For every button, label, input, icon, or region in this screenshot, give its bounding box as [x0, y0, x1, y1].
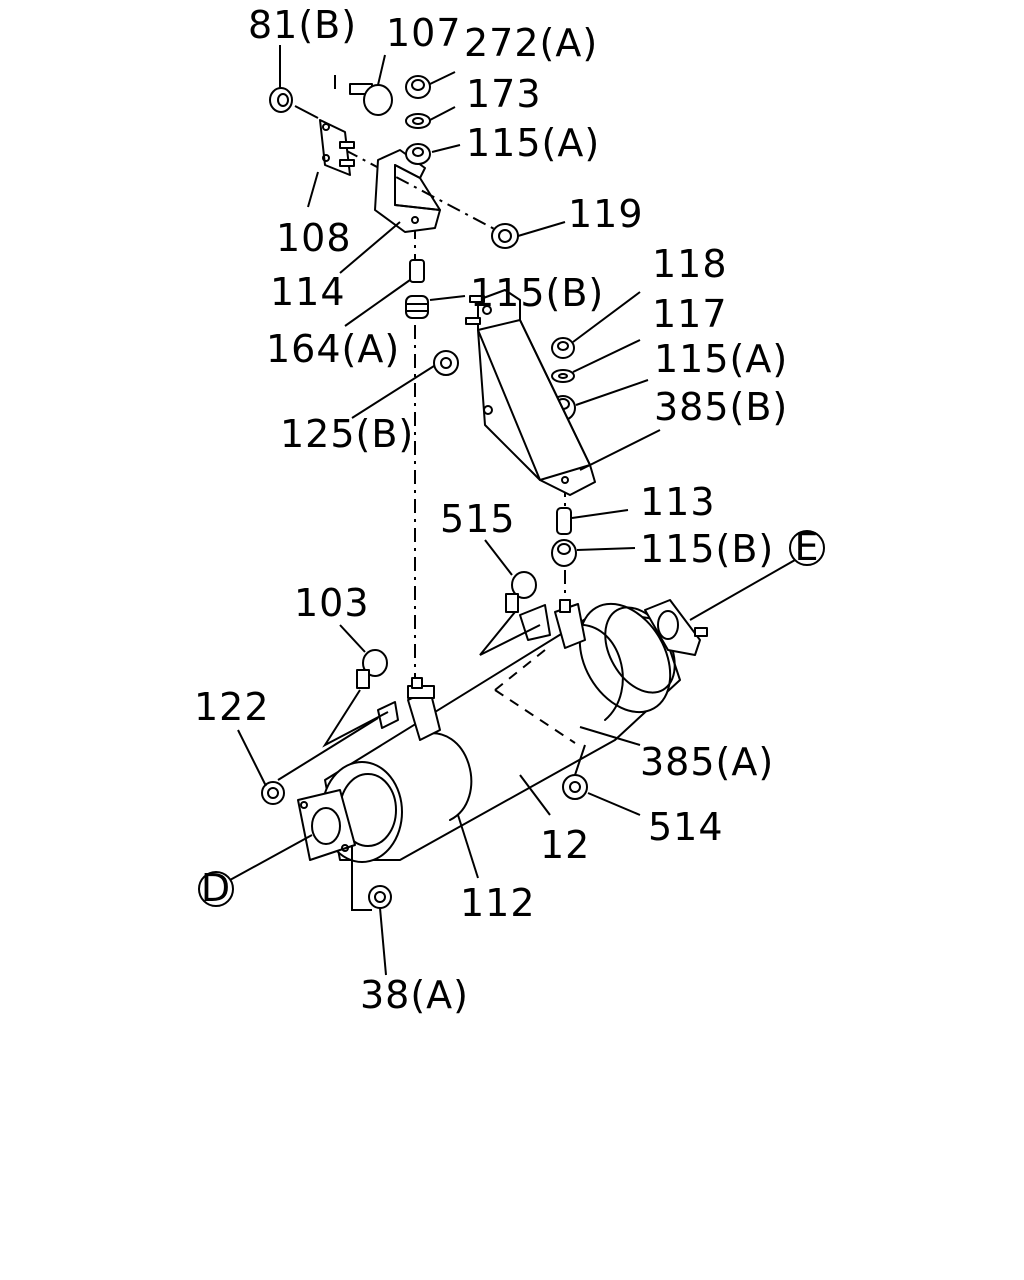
label-115a-top: 115(A): [466, 121, 600, 165]
part-164a-collar: [409, 259, 425, 283]
label-385a: 385(A): [640, 740, 774, 784]
label-164a: 164(A): [266, 327, 400, 371]
part-113-collar: [556, 507, 572, 535]
label-514: 514: [648, 805, 724, 849]
label-173: 173: [466, 72, 542, 116]
svg-text:E: E: [794, 525, 819, 569]
part-112-band-left: [407, 677, 441, 741]
label-117: 117: [652, 292, 728, 336]
label-272a: 272(A): [464, 21, 598, 65]
label-103: 103: [294, 581, 370, 625]
label-113: 113: [640, 480, 716, 524]
label-38a: 38(A): [360, 973, 469, 1017]
part-103-bolt: [356, 649, 388, 689]
part-12-muffler: [321, 602, 681, 863]
part-122-nut: [261, 781, 285, 805]
label-108: 108: [276, 216, 352, 260]
label-115a-right: 115(A): [654, 337, 788, 381]
center-line-119: [344, 149, 501, 233]
part-107-bolt: [349, 83, 393, 116]
part-515-bolt: [505, 571, 537, 613]
part-115b-right-bushing: [551, 539, 577, 567]
part-115a-top-bushing: [405, 143, 431, 165]
part-272a-nut: [405, 75, 431, 99]
label-385b: 385(B): [654, 385, 788, 429]
label-112: 112: [460, 881, 536, 925]
callout-e: E: [789, 525, 825, 569]
part-173-washer: [405, 113, 431, 129]
part-112-band-right: [554, 599, 586, 649]
part-514-nut: [562, 774, 588, 800]
callout-d: D: [198, 866, 234, 910]
part-108-plate: [319, 119, 355, 176]
part-38a-nut: [368, 885, 392, 909]
part-114-bracket: [374, 149, 441, 233]
part-385b-bracket: [465, 289, 596, 496]
label-122: 122: [194, 685, 270, 729]
label-119: 119: [568, 192, 644, 236]
label-118: 118: [652, 242, 728, 286]
label-115b-right: 115(B): [640, 527, 774, 571]
part-119-nut: [491, 223, 519, 249]
svg-text:D: D: [201, 866, 231, 910]
part-125b-nut: [433, 350, 459, 376]
label-114: 114: [270, 270, 346, 314]
inlet-flange: [297, 789, 356, 861]
label-81b: 81(B): [248, 3, 357, 47]
outlet-flange: [644, 599, 708, 656]
label-515: 515: [440, 497, 516, 541]
label-107: 107: [386, 11, 462, 55]
part-81b-nut: [269, 87, 293, 113]
label-115b-top: 115(B): [470, 271, 604, 315]
part-117-washer: [551, 369, 575, 383]
label-125b: 125(B): [280, 412, 414, 456]
label-12: 12: [540, 823, 590, 867]
part-115b-top-bushing: [405, 295, 429, 319]
part-118-nut: [551, 337, 575, 359]
